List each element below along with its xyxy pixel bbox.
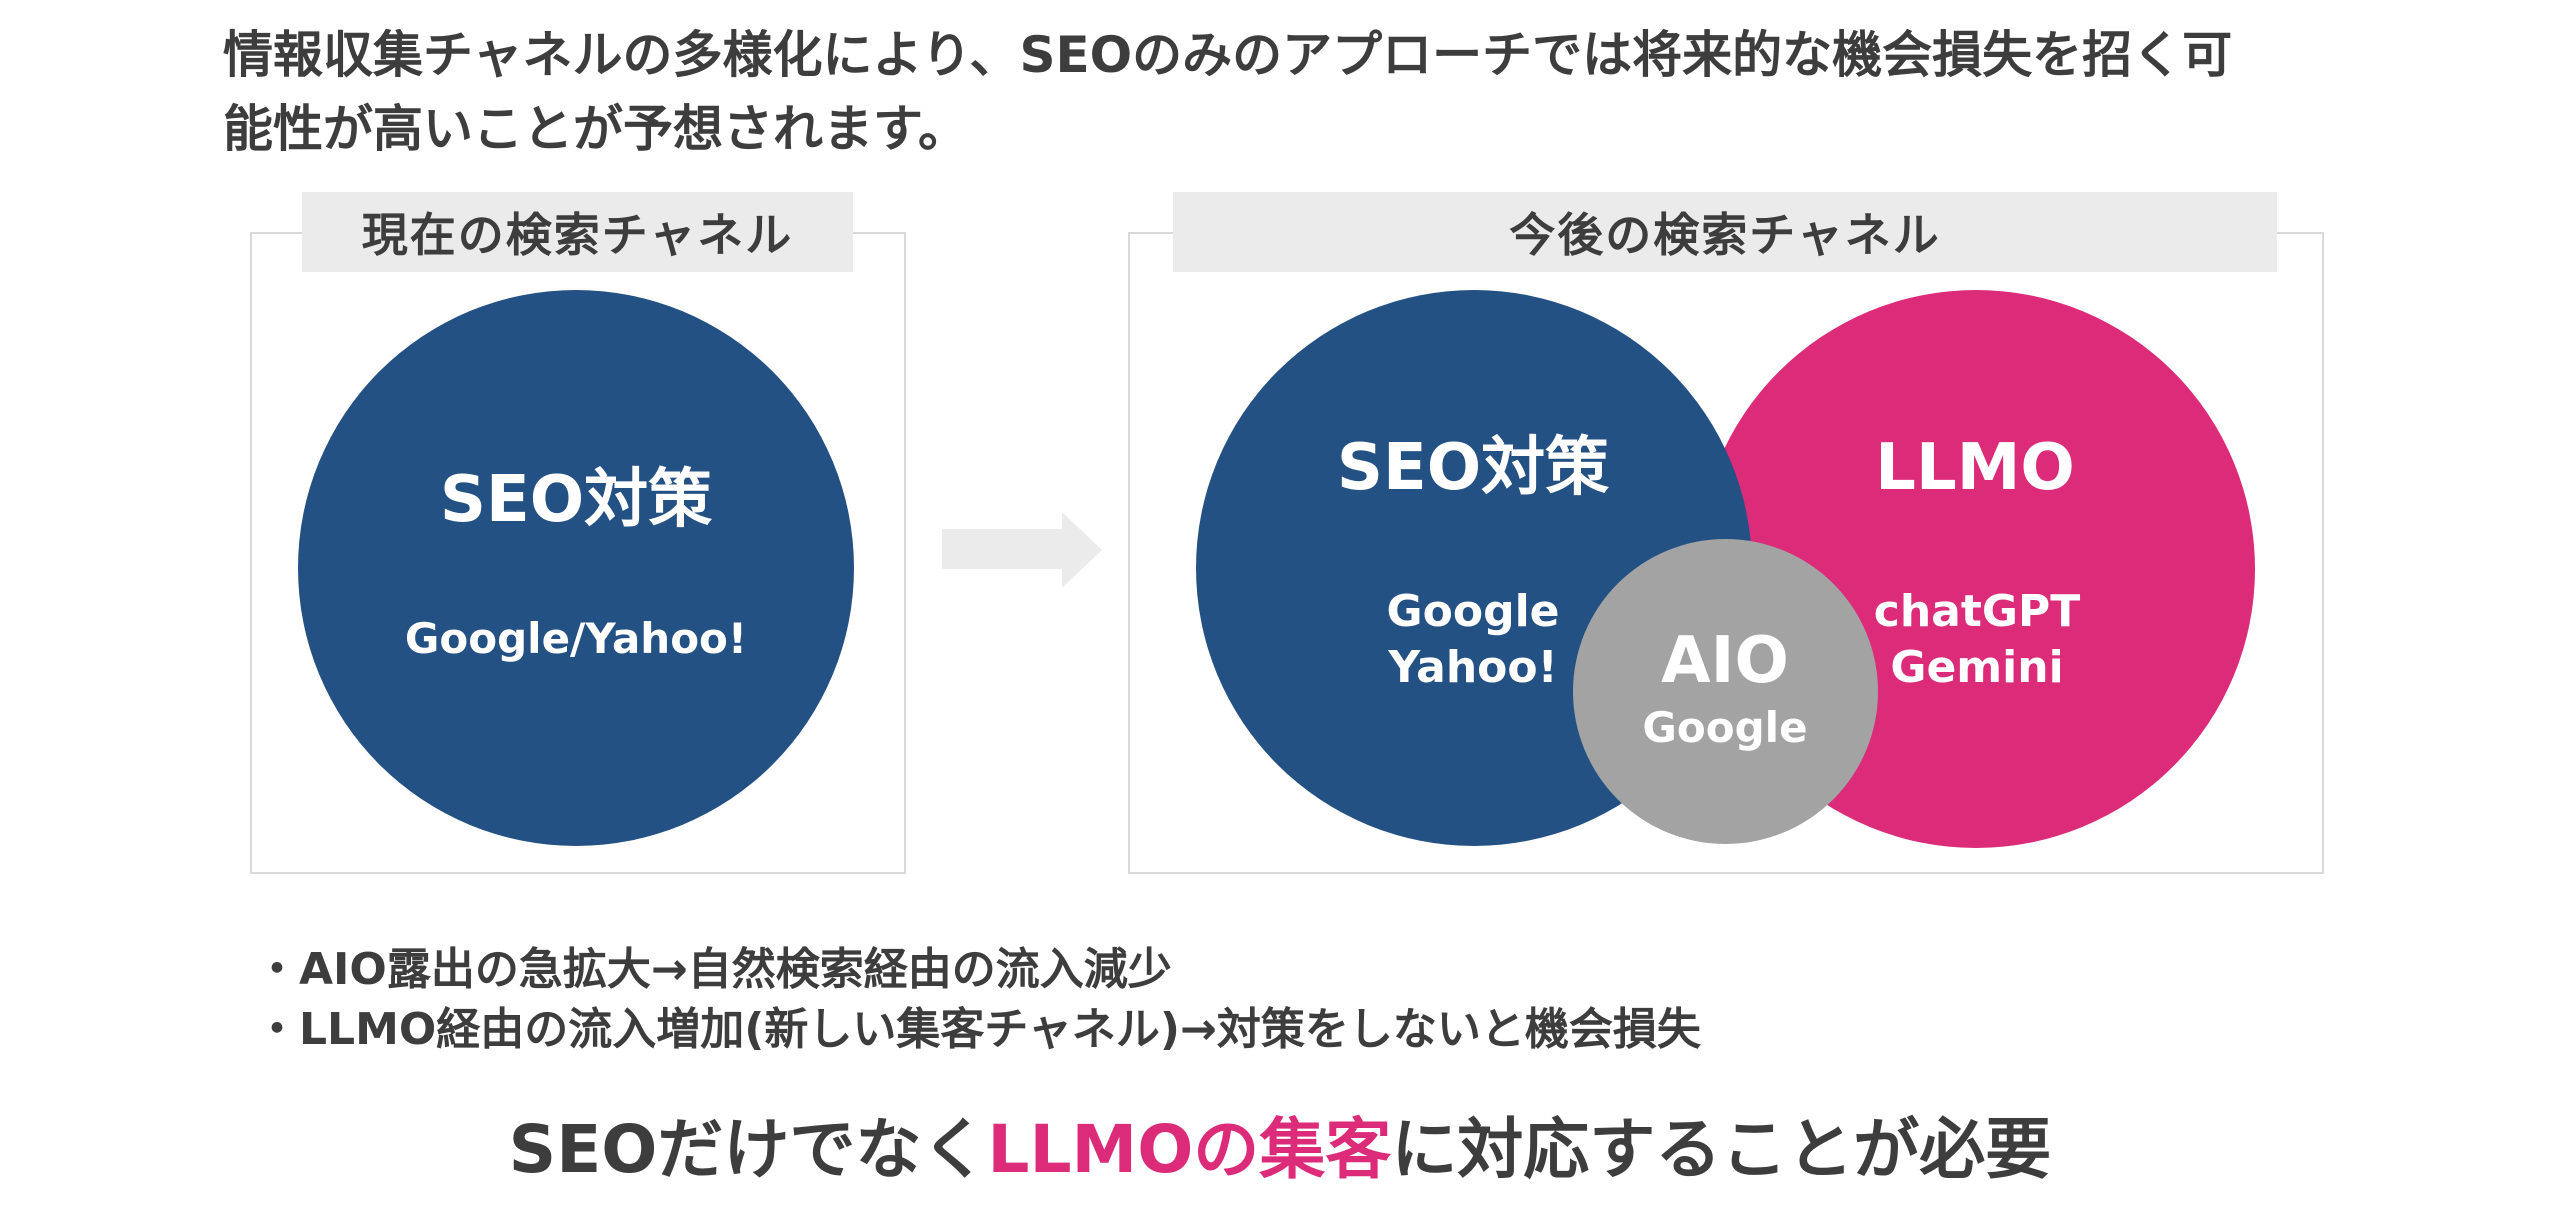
bullet-list: ・AIO露出の急拡大→自然検索経由の流入減少 ・LLMO経由の流入増加(新しい集… bbox=[255, 940, 1701, 1060]
aio-circle bbox=[1573, 539, 1878, 844]
current-seo-circle bbox=[298, 290, 854, 846]
intro-text: 情報収集チャネルの多様化により、SEOのみのアプローチでは将来的な機会損失を招く… bbox=[223, 18, 2403, 166]
intro-line-1: 情報収集チャネルの多様化により、SEOのみのアプローチでは将来的な機会損失を招く… bbox=[223, 26, 2233, 84]
right-arrow-icon bbox=[942, 512, 1102, 588]
intro-line-2: 能性が高いことが予想されます。 bbox=[223, 100, 968, 158]
future-seo-engine: Google bbox=[1386, 586, 1560, 637]
future-channel-header: 今後の検索チャネル bbox=[1173, 192, 2277, 272]
conclusion-highlight: LLMOの集客 bbox=[987, 1111, 1392, 1188]
llmo-title: LLMO bbox=[1875, 431, 2075, 505]
conclusion-lead: SEOだけでなく bbox=[508, 1111, 988, 1188]
aio-title: AIO bbox=[1661, 624, 1789, 698]
llmo-service: Gemini bbox=[1890, 642, 2064, 693]
conclusion-text: SEOだけでなくLLMOの集客に対応することが必要 bbox=[0, 1105, 2560, 1195]
future-seo-engine: Yahoo! bbox=[1388, 642, 1558, 693]
future-seo-title: SEO対策 bbox=[1336, 431, 1610, 505]
llmo-services: chatGPT Gemini bbox=[1874, 584, 2081, 696]
future-seo-engines: Google Yahoo! bbox=[1387, 584, 1560, 696]
current-seo-title: SEO対策 bbox=[439, 463, 713, 537]
current-seo-engines: Google/Yahoo! bbox=[404, 614, 748, 663]
bullet-item: ・AIO露出の急拡大→自然検索経由の流入減少 bbox=[255, 944, 1172, 995]
conclusion-tail: に対応することが必要 bbox=[1391, 1111, 2052, 1188]
bullet-item: ・LLMO経由の流入増加(新しい集客チャネル)→対策をしないと機会損失 bbox=[255, 1004, 1701, 1055]
llmo-service: chatGPT bbox=[1873, 586, 2081, 637]
current-channel-header: 現在の検索チャネル bbox=[302, 192, 853, 272]
aio-provider: Google bbox=[1642, 703, 1808, 752]
